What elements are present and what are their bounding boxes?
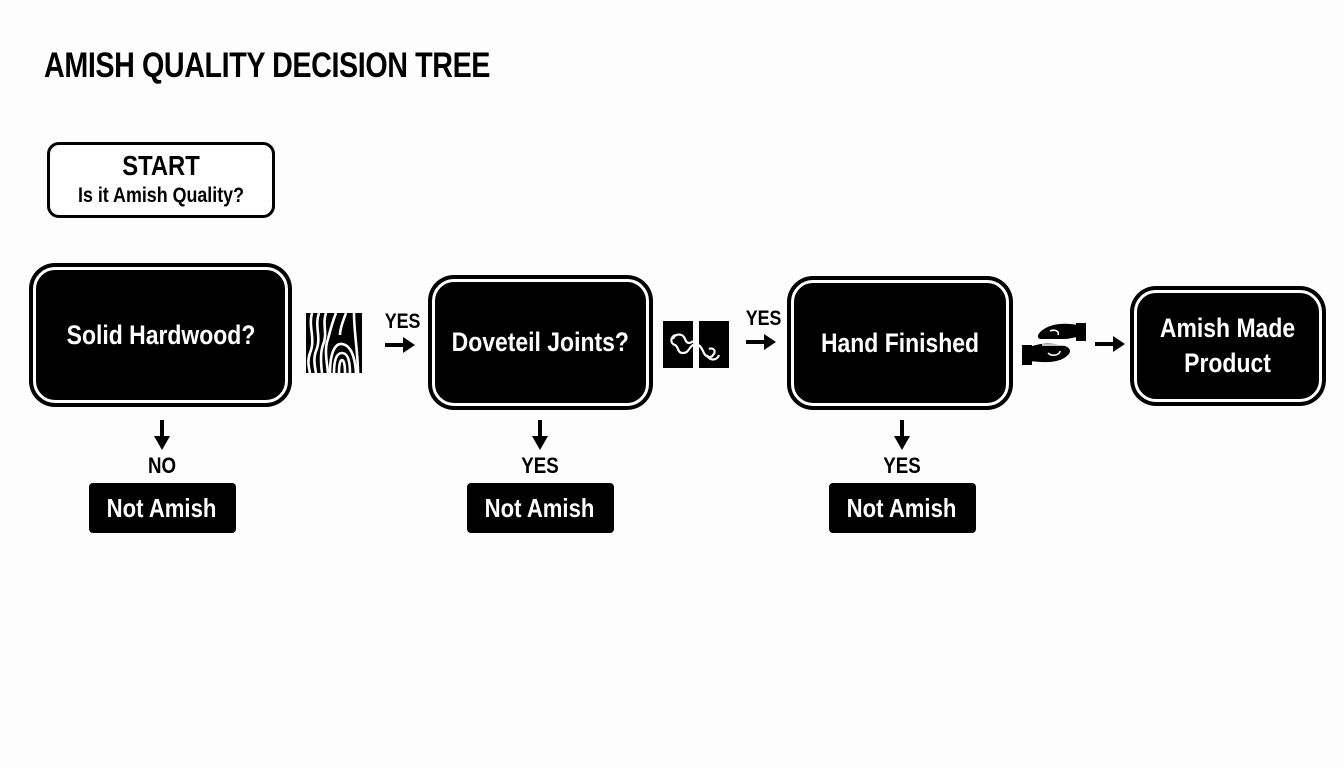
- yes-connector-2: YES: [743, 307, 782, 350]
- node-dovetail-joints: Doveteil Joints?: [428, 275, 653, 410]
- outcome-not-amish: Not Amish: [828, 483, 976, 533]
- outcome-not-amish: Not Amish: [466, 483, 614, 533]
- yes-connector-1: YES: [382, 310, 421, 353]
- right-arrow-icon: [1095, 336, 1125, 352]
- down-arrow-icon: [894, 420, 910, 450]
- node-label: Doveteil Joints?: [451, 327, 630, 357]
- final-line-2: Product: [1184, 348, 1272, 378]
- node-label: Hand Finished: [820, 327, 980, 358]
- yes-label: YES: [384, 310, 421, 333]
- diagram-title: AMISH QUALITY DECISION TREE: [44, 46, 491, 85]
- node-solid-hardwood: Solid Hardwood?: [29, 263, 292, 407]
- branch-dovetail-joints: YES Not Amish: [460, 420, 620, 533]
- node-amish-made-product: Amish Made Product: [1130, 286, 1326, 406]
- branch-label: YES: [883, 453, 921, 478]
- node-label: Amish Made Product: [1160, 311, 1295, 381]
- right-arrow-icon: [385, 337, 415, 353]
- right-arrow-icon: [746, 334, 776, 350]
- start-node: START Is it Amish Quality?: [47, 142, 275, 218]
- branch-label: NO: [147, 453, 177, 478]
- branch-hand-finished: YES Not Amish: [822, 420, 982, 533]
- down-arrow-icon: [154, 420, 170, 450]
- down-arrow-icon: [532, 420, 548, 450]
- final-line-1: Amish Made: [1160, 313, 1296, 343]
- branch-label: YES: [521, 453, 559, 478]
- dovetail-joint-icon: [663, 321, 729, 368]
- yes-label: YES: [745, 307, 782, 330]
- hands-icon: [1022, 323, 1086, 365]
- node-hand-finished: Hand Finished: [787, 276, 1013, 410]
- outcome-not-amish: Not Amish: [88, 483, 236, 533]
- start-question: Is it Amish Quality?: [78, 184, 244, 207]
- branch-solid-hardwood: NO Not Amish: [82, 420, 242, 533]
- start-heading: START: [122, 150, 200, 181]
- wood-grain-icon: [306, 313, 362, 373]
- node-label: Solid Hardwood?: [66, 319, 255, 350]
